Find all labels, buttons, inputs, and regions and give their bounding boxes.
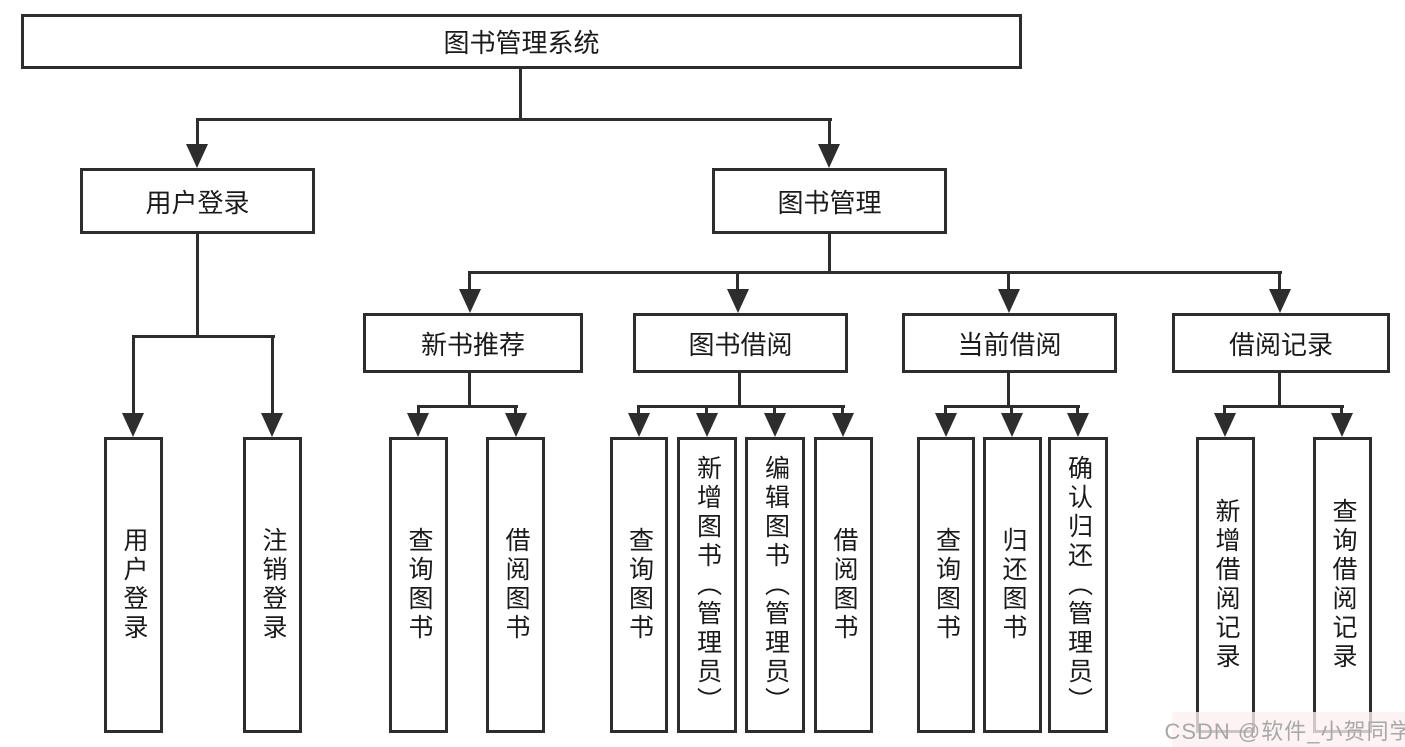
node-book-management-label: 图书管理 <box>777 187 882 218</box>
arrowhead-icon <box>696 413 718 437</box>
connector-line <box>417 405 518 408</box>
node-user-login: 用户登录 <box>80 168 315 234</box>
arrowhead-icon <box>186 144 208 168</box>
node-current-borrow: 当前借阅 <box>902 313 1117 373</box>
arrowhead-icon <box>764 413 786 437</box>
csdn-watermark-text: CSDN @软件_小贺同学 <box>1164 718 1405 744</box>
arrowhead-icon <box>628 413 650 437</box>
connector-line <box>519 69 522 118</box>
connector-line <box>1076 405 1079 415</box>
connector-line <box>132 335 135 415</box>
leaf-nb-query-books: 查询图书 <box>389 437 448 733</box>
leaf-bb-query-books: 查询图书 <box>610 437 668 733</box>
leaf-bb-edit-books-admin: 编辑图书（管理员） <box>745 437 805 733</box>
connector-line <box>1010 405 1013 415</box>
connector-line <box>196 118 199 146</box>
leaf-logout-label: 注销登录 <box>259 527 287 643</box>
leaf-nb-borrow-books-label: 借阅图书 <box>502 527 530 643</box>
leaf-user-login: 用户登录 <box>104 437 163 733</box>
connector-line <box>196 118 832 121</box>
connector-line <box>1007 271 1010 291</box>
leaf-br-query-record-label: 查询借阅记录 <box>1329 498 1357 672</box>
leaf-bb-query-books-label: 查询图书 <box>625 527 654 643</box>
leaf-bb-borrow-books-label: 借阅图书 <box>830 527 858 643</box>
leaf-bb-edit-books-admin-label: 编辑图书（管理员） <box>761 454 790 716</box>
arrowhead-icon <box>1067 413 1089 437</box>
connector-line <box>1278 373 1281 405</box>
leaf-bb-borrow-books: 借阅图书 <box>814 437 873 733</box>
connector-line <box>1340 405 1343 415</box>
arrowhead-icon <box>727 289 749 313</box>
arrowhead-icon <box>818 144 840 168</box>
csdn-watermark: CSDN @软件_小贺同学 <box>1164 712 1405 747</box>
leaf-cb-query-books-label: 查询图书 <box>932 527 961 643</box>
node-root: 图书管理系统 <box>21 14 1022 69</box>
arrowhead-icon <box>505 413 527 437</box>
connector-line <box>828 234 831 271</box>
node-book-borrow-label: 图书借阅 <box>688 329 793 360</box>
arrowhead-icon <box>1214 413 1236 437</box>
arrowhead-icon <box>459 289 481 313</box>
arrowhead-icon <box>1001 413 1023 437</box>
leaf-br-query-record: 查询借阅记录 <box>1313 437 1372 733</box>
leaf-cb-return-books: 归还图书 <box>983 437 1042 733</box>
connector-line <box>841 405 844 415</box>
node-current-borrow-label: 当前借阅 <box>957 329 1062 360</box>
connector-line <box>828 118 831 146</box>
connector-line <box>271 335 274 415</box>
leaf-br-add-record-label: 新增借阅记录 <box>1212 498 1240 672</box>
arrowhead-icon <box>935 413 957 437</box>
connector-line <box>417 405 420 415</box>
connector-line <box>468 271 471 291</box>
leaf-bb-add-books-admin-label: 新增图书（管理员） <box>693 454 722 716</box>
connector-line <box>468 373 471 405</box>
connector-line <box>637 405 845 408</box>
leaf-bb-add-books-admin: 新增图书（管理员） <box>677 437 737 733</box>
leaf-cb-confirm-return-admin: 确认归还（管理员） <box>1048 437 1108 733</box>
connector-line <box>514 405 517 415</box>
leaf-user-login-label: 用户登录 <box>120 527 148 643</box>
arrowhead-icon <box>832 413 854 437</box>
arrowhead-icon <box>407 413 429 437</box>
connector-line <box>468 271 1282 274</box>
connector-line <box>944 405 947 415</box>
node-borrow-records: 借阅记录 <box>1172 313 1390 373</box>
node-new-book-recommend-label: 新书推荐 <box>420 329 525 360</box>
arrowhead-icon <box>1269 289 1291 313</box>
node-root-label: 图书管理系统 <box>443 28 600 58</box>
connector-line <box>132 335 275 338</box>
leaf-cb-query-books: 查询图书 <box>917 437 975 733</box>
connector-line <box>738 373 741 405</box>
node-user-login-label: 用户登录 <box>145 187 250 218</box>
node-new-book-recommend: 新书推荐 <box>363 313 583 373</box>
connector-line <box>773 405 776 415</box>
node-book-borrow: 图书借阅 <box>633 313 848 373</box>
connector-line <box>1223 405 1226 415</box>
node-book-management: 图书管理 <box>712 168 947 234</box>
connector-line <box>736 271 739 291</box>
arrowhead-icon <box>998 289 1020 313</box>
connector-line <box>1223 405 1344 408</box>
leaf-logout: 注销登录 <box>243 437 302 733</box>
leaf-cb-return-books-label: 归还图书 <box>999 527 1027 643</box>
connector-line <box>705 405 708 415</box>
leaf-br-add-record: 新增借阅记录 <box>1196 437 1255 733</box>
arrowhead-icon <box>261 413 283 437</box>
node-borrow-records-label: 借阅记录 <box>1228 329 1333 360</box>
connector-line <box>637 405 640 415</box>
arrowhead-icon <box>1331 413 1353 437</box>
connector-line <box>1278 271 1281 291</box>
connector-line <box>196 234 199 335</box>
leaf-nb-query-books-label: 查询图书 <box>405 527 433 643</box>
connector-line <box>1007 373 1010 405</box>
arrowhead-icon <box>122 413 144 437</box>
leaf-cb-confirm-return-admin-label: 确认归还（管理员） <box>1064 454 1093 716</box>
leaf-nb-borrow-books: 借阅图书 <box>486 437 545 733</box>
